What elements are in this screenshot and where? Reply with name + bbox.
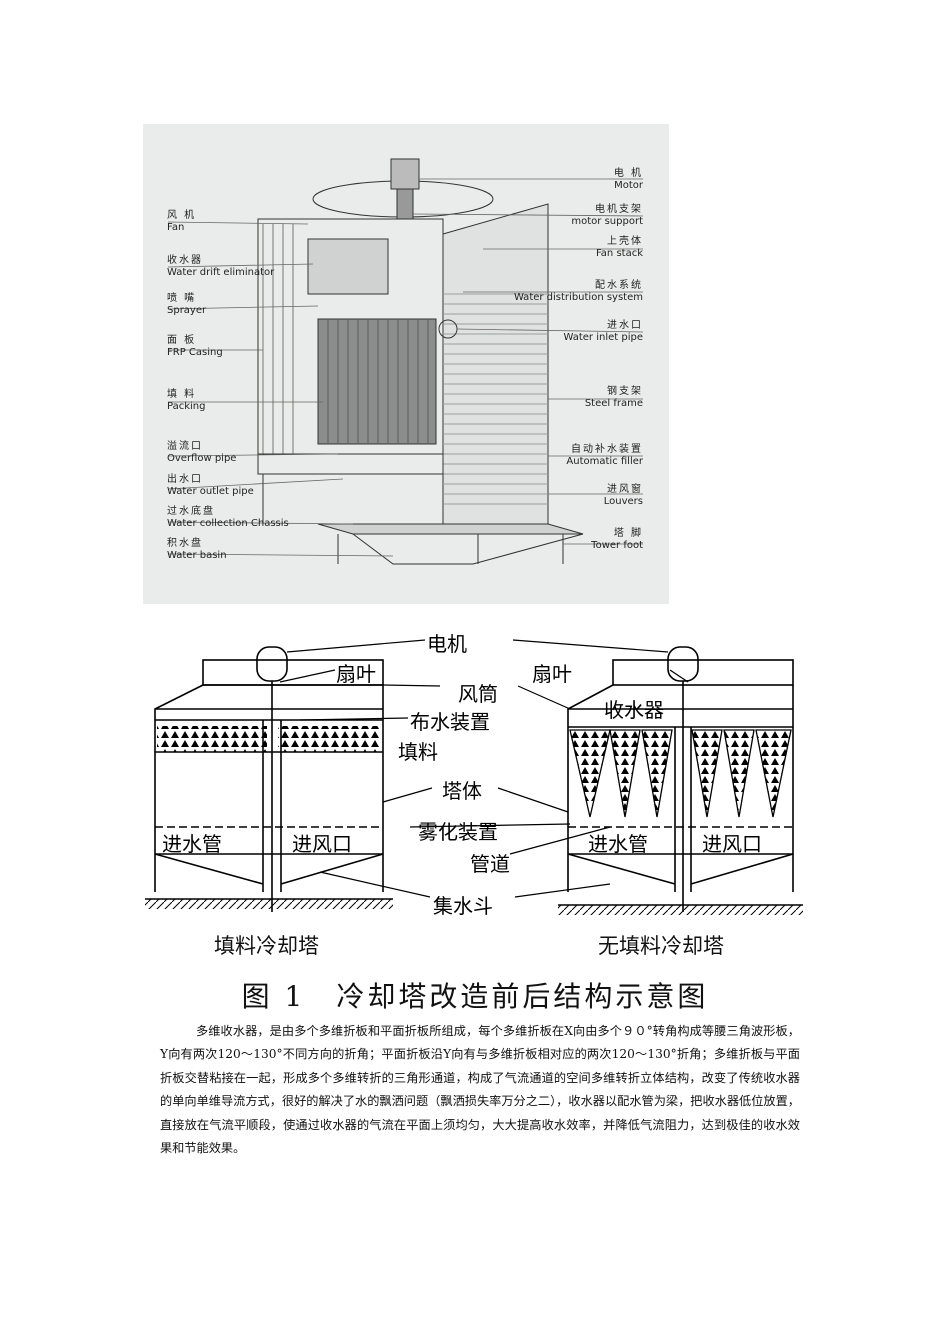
label-fan-left: 扇叶 [336,662,376,686]
label-stack: 风筒 [458,682,498,706]
body-paragraph: 多维收水器，是由多个多维折板和平面折板所组成，每个多维折板在X向由多个９０°转角… [160,1024,800,1156]
label-distributor: 布水装置 [410,710,490,734]
label-collector: 集水斗 [433,894,493,918]
cutaway-drawing [167,158,644,565]
figure-title: 图 1 冷却塔改造前后结构示意图 [241,980,709,1013]
label-tower: 塔体 [442,779,482,803]
label-air-right: 进风口 [702,832,762,856]
label-inlet-right: 进水管 [588,832,648,856]
label-air-left: 进风口 [292,832,352,856]
label-fan-right: 扇叶 [532,662,572,686]
label-atomizer: 雾化装置 [418,820,498,844]
label-eliminator: 收水器 [604,698,664,722]
label-inlet-left: 进水管 [162,832,222,856]
comparison-drawing [145,639,803,915]
cooling-tower-comparison-diagram: 电机 扇叶 扇叶 风筒 布水装置 收水器 填料 塔体 雾化装置 管道 进水管 进… [140,622,820,922]
caption-left: 填料冷却塔 [214,934,319,958]
label-packing: 填料 [398,740,438,764]
caption-right: 无填料冷却塔 [598,934,724,958]
label-pipe: 管道 [470,852,510,876]
label-motor: 电机 [427,632,467,656]
